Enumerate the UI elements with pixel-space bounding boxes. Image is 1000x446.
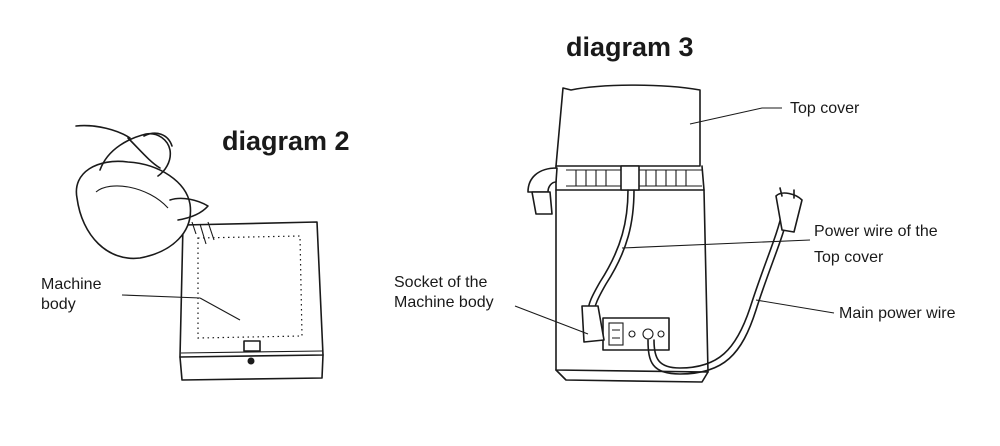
- machine-body-label-line2: body: [41, 296, 76, 313]
- drain-tap-icon: [243, 340, 261, 352]
- socket-label: Socket of the: [394, 274, 487, 291]
- machine-body-label: Machine: [41, 276, 102, 293]
- diagram-3-title: diagram 3: [566, 32, 694, 62]
- top-cover-label: Top cover: [790, 100, 860, 117]
- top-cover-illustration: [527, 84, 705, 215]
- cover-wire-plug-icon: [581, 305, 605, 343]
- socket-icon: [608, 322, 624, 346]
- kettle-pouring-illustration: [75, 124, 215, 260]
- main-plug-icon: [775, 192, 803, 233]
- diagram-3: diagram 3: [394, 32, 956, 383]
- power-wire-label: Power wire of the: [814, 223, 938, 240]
- top-cover-leader-line: [689, 107, 782, 125]
- socket-leader-line: [514, 305, 589, 335]
- main-power-wire: [647, 213, 789, 375]
- main-power-wire-leader-line: [755, 299, 835, 314]
- cover-power-wire: [587, 189, 629, 313]
- spout-icon: [531, 191, 553, 215]
- machine-body-leader-line: [121, 294, 201, 299]
- power-inlet-icon: [642, 328, 654, 340]
- diagram-2-title: diagram 2: [222, 126, 350, 156]
- power-wire-label-line2: Top cover: [814, 249, 884, 266]
- socket-label-line2: Machine body: [394, 294, 494, 311]
- main-power-wire-label: Main power wire: [839, 305, 956, 322]
- diagram-2: diagram 2 Machine body: [41, 124, 350, 381]
- indicator-light-icon: [628, 330, 636, 338]
- machine-body-illustration: [179, 221, 324, 381]
- tap-knob-icon: [247, 357, 255, 365]
- power-wire-leader-line: [621, 239, 811, 249]
- cover-connector-icon: [620, 165, 640, 191]
